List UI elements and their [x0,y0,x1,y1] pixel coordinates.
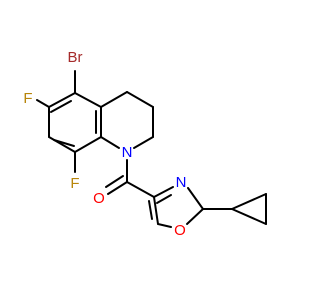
bond [126,91,154,108]
oxazole-oxygen-label: O [174,222,186,239]
atom-labels: Br F F N O N O [23,49,186,239]
bond [153,186,174,198]
bond-lines [36,70,267,228]
oxazole-nitrogen-label: N [176,174,187,191]
bond [107,181,128,195]
bond [157,223,172,228]
bond [53,139,75,147]
bond [105,175,124,188]
bond [48,92,76,108]
fluorine-8-label: F [70,175,79,192]
bond [231,193,267,210]
bond [100,136,120,149]
bond [36,99,50,108]
bond [74,136,102,153]
bond [153,196,159,225]
carbonyl-oxygen-label: O [93,190,105,207]
bond [74,92,102,108]
bond [126,181,155,198]
bond [186,208,204,225]
bond [100,91,128,108]
fluorine-6-label: F [23,90,32,107]
bond [148,200,153,220]
bromine-label: Br [68,49,83,66]
bond [133,136,154,149]
bond [231,208,267,225]
ring-nitrogen-label: N [122,144,133,161]
bond [156,194,172,204]
bond [50,100,72,113]
bond [187,187,204,210]
molecule-structure: Br F F N O N O [23,49,267,239]
